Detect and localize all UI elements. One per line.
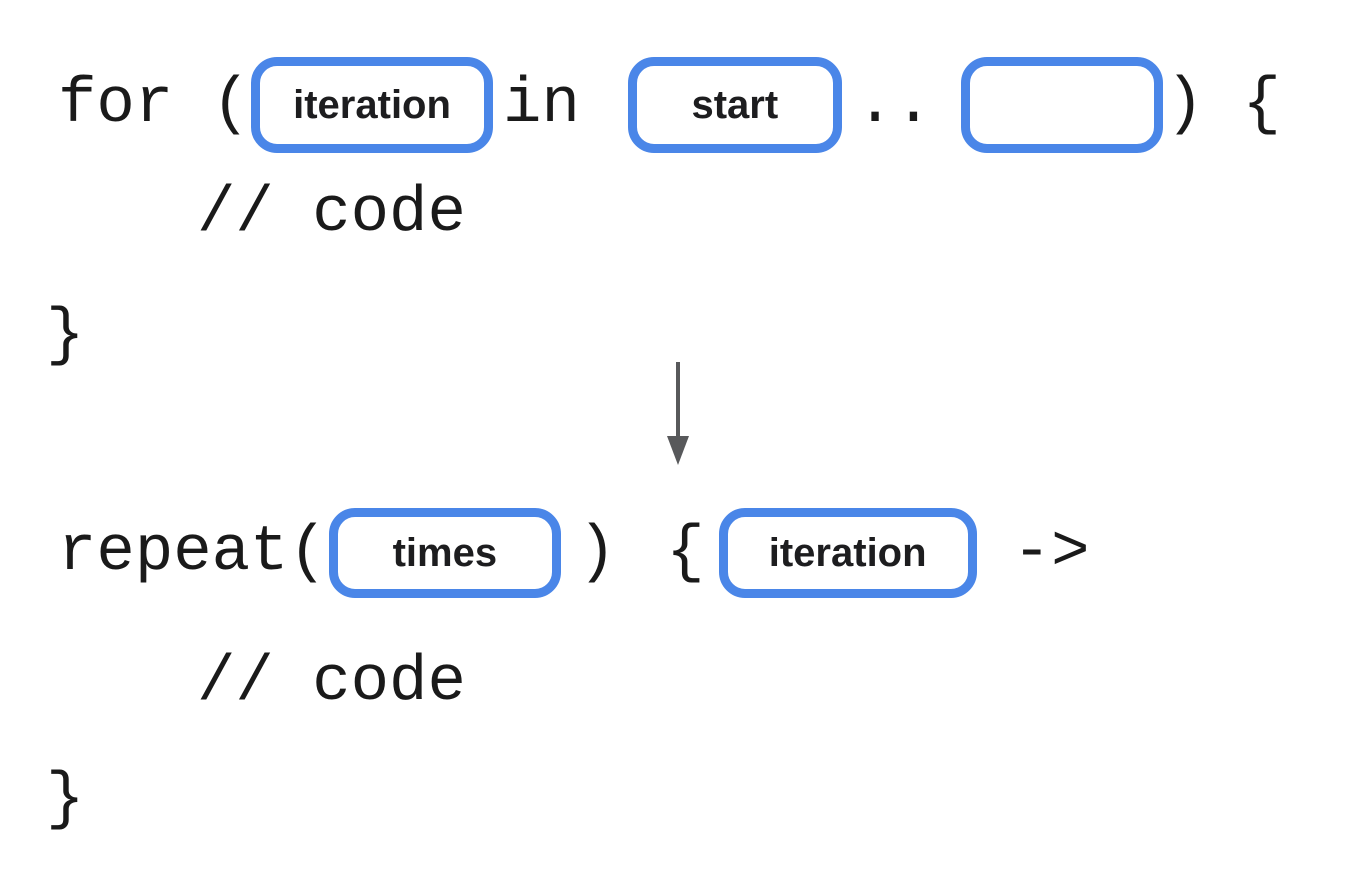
code-token-lambda-arrow: -> xyxy=(1012,517,1090,589)
for-body-comment: // code xyxy=(197,178,466,250)
placeholder-iteration: iteration xyxy=(251,57,494,153)
for-loop-syntax-line: for ( iteration in start .. ) { xyxy=(58,55,1281,155)
code-token-in: in xyxy=(503,69,580,141)
repeat-syntax-line: repeat( times ) { iteration -> xyxy=(58,507,1089,599)
code-token-open-brace: { xyxy=(666,517,705,589)
for-closing-brace: } xyxy=(46,300,85,372)
placeholder-end xyxy=(960,57,1163,153)
code-token-for-open: for ( xyxy=(58,69,251,141)
placeholder-start: start xyxy=(627,57,842,153)
transform-arrow xyxy=(663,362,693,466)
repeat-closing-brace: } xyxy=(46,764,85,836)
code-token-for-close: ) { xyxy=(1165,69,1281,141)
placeholder-iteration-repeat-label: iteration xyxy=(768,530,927,575)
repeat-body-comment: // code xyxy=(197,647,466,719)
placeholder-start-label: start xyxy=(691,82,779,127)
code-token-range-operator: .. xyxy=(855,69,933,141)
placeholder-times: times xyxy=(328,508,561,598)
placeholder-iteration-repeat: iteration xyxy=(718,508,977,598)
code-token-close-paren: ) xyxy=(577,517,617,589)
placeholder-iteration-label: iteration xyxy=(293,82,451,127)
down-arrow-icon xyxy=(667,362,689,465)
code-token-repeat-open: repeat( xyxy=(58,517,327,589)
placeholder-times-label: times xyxy=(392,530,498,575)
